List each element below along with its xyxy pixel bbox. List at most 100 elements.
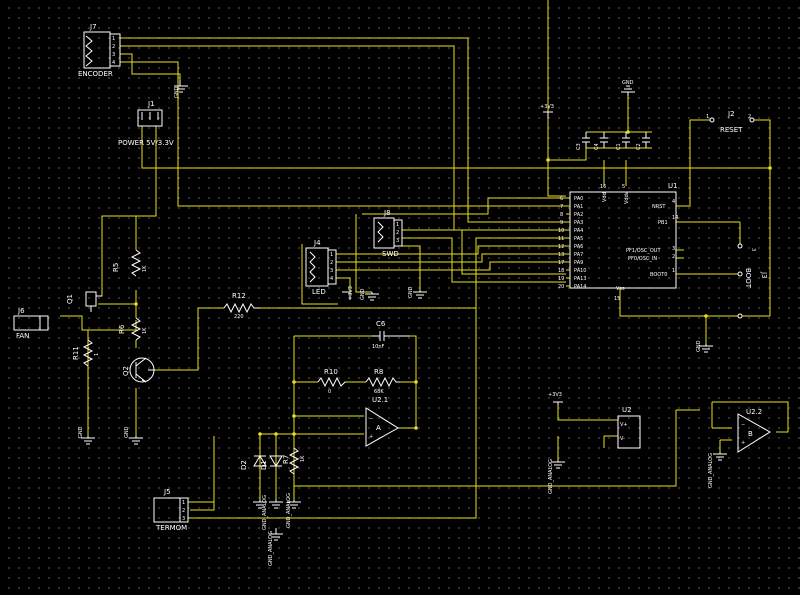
gnd-symbol-right: GND [696, 340, 713, 353]
gnd-symbol-q2: GND [124, 426, 143, 445]
resistor-r7[interactable]: R7 1K [282, 447, 306, 475]
gnd-label: GND [174, 86, 180, 98]
j2-pin2: 2 [748, 114, 751, 120]
gnd-analog-label-r7: GND_ANALOG [286, 493, 292, 528]
u1-pnum-12: 12 [558, 244, 564, 250]
c1-ref: C1 [616, 143, 622, 150]
gnd-label-j4: GND [360, 288, 366, 300]
opamp-a-minus-icon: − [369, 416, 373, 422]
opamp-supply-u2[interactable]: U2 V+ V- [617, 406, 641, 449]
r12-ref: R12 [232, 292, 246, 300]
gnd-label-top: GND [622, 80, 634, 86]
u1-pnum-13: 13 [558, 252, 564, 258]
u1-pin-pa6: PA6 [574, 244, 583, 250]
capacitor-c3[interactable]: C3 [576, 132, 590, 150]
j8-pin1: 1 [396, 222, 399, 228]
connector-j8[interactable]: J8 1 2 3 SWD [373, 209, 403, 258]
gnd-symbol-r11: GND [78, 426, 95, 445]
connector-j5[interactable]: J5 1 2 3 TERMOM [153, 488, 189, 532]
opamp-b-minus-icon: − [741, 422, 745, 428]
diode-d2[interactable]: D2 [240, 455, 267, 470]
opamp-b-plus-icon: + [741, 440, 745, 446]
j7-name: ENCODER [78, 70, 113, 78]
capacitor-c1[interactable]: C1 [616, 132, 630, 150]
u1-pnum-20: 20 [558, 284, 564, 290]
r11-value: 1 [94, 353, 100, 356]
capacitor-c2[interactable]: C2 [636, 132, 650, 150]
u1-pnum-1: 1 [672, 268, 675, 274]
u1-pnum-14: 14 [672, 215, 678, 221]
c4-ref: C4 [594, 143, 600, 150]
j5-pin1: 1 [182, 500, 185, 506]
resistor-r6[interactable]: R6 1K [118, 317, 148, 341]
j5-ref: J5 [163, 488, 171, 496]
u1-pnum-18: 18 [558, 268, 564, 274]
d1-ref: D1 [260, 460, 268, 470]
u1-pin-boot0: BOOT0 [650, 272, 667, 278]
gnd-label-right: GND [696, 340, 702, 352]
j8-pin3: 3 [396, 238, 399, 244]
connector-j6[interactable]: J6 FAN [13, 307, 49, 340]
opamp-u2-2[interactable]: − + B U2.2 [737, 408, 771, 453]
r10-ref: R10 [324, 368, 338, 376]
r7-value: 1K [300, 455, 306, 462]
j7-pin2: 2 [112, 44, 115, 50]
j3-pin3: 3 [750, 248, 756, 251]
u1-pin-pa3: PA3 [574, 220, 583, 226]
gnd-analog-label-d1: GND_ANALOG [268, 531, 274, 566]
gnd-analog-label-d2: GND_ANALOG [262, 495, 268, 530]
gnd-symbol-j7: GND [174, 80, 188, 98]
d2-ref: D2 [240, 460, 248, 470]
connector-j1[interactable]: J1 POWER 5V/3.3V [118, 100, 174, 147]
r6-value: 1K [142, 327, 148, 334]
capacitor-c4[interactable]: C4 [594, 132, 608, 150]
jumper-j3[interactable]: 3 BOOT J3 [737, 243, 768, 319]
u1-pin-pa10: PA10 [574, 268, 586, 274]
gnd-analog-d2: GND_ANALOG [253, 495, 268, 530]
j7-pin4: 4 [112, 60, 115, 66]
switch-j2[interactable]: J2 1 2 RESET [706, 110, 755, 134]
resistor-r5[interactable]: R5 1K [112, 249, 148, 277]
gnd-label-j8: GND [408, 286, 414, 298]
u2-1-ref: U2.1 [372, 396, 388, 404]
power-3v3-u2: +3V3 [548, 392, 563, 406]
opamp-u2-1[interactable]: − + A U2.1 [365, 396, 399, 447]
gnd-symbol-j4: GND [360, 288, 379, 301]
u1-pnum-19: 19 [558, 276, 564, 282]
u1-pnum-17: 17 [558, 260, 564, 266]
u1-pin-pa9: PA9 [574, 260, 583, 266]
gnd-analog-label-u2-2: GND_ANALOG [708, 453, 714, 488]
j1-name: POWER 5V/3.3V [118, 139, 174, 147]
resistor-r11[interactable]: R11 1 [72, 339, 100, 367]
u1-pin-nrst: NRST [652, 204, 666, 210]
c3-ref: C3 [576, 143, 582, 150]
u1-right-pins: NRST PB1 PF1/OSC_OUT PF0/OSC_IN BOOT0 4 … [626, 199, 678, 278]
connector-j7[interactable]: J7 1 2 3 4 ENCODER [78, 23, 121, 78]
u1-power-pins: Vdd Vdda 16 5 Vss 15 [600, 184, 630, 302]
j4-pin1: 1 [330, 252, 333, 258]
r6-ref: R6 [118, 324, 126, 334]
u1-pnum-7: 7 [560, 204, 563, 210]
q2-ref: Q2 [122, 366, 130, 376]
resistor-r10[interactable]: R10 0 [317, 368, 346, 395]
j2-pin1: 1 [706, 114, 709, 120]
diode-d1[interactable]: D1 [260, 455, 283, 470]
u1-pin-pa0: PA0 [574, 196, 583, 202]
r12-value: 220 [234, 314, 244, 320]
resistor-r8[interactable]: R8 68K [365, 368, 400, 395]
capacitor-c6[interactable]: C6 10nF [372, 320, 410, 350]
u1-pin-pb1: PB1 [658, 220, 668, 226]
transistor-q1[interactable]: Q1 [66, 291, 102, 312]
wires [60, 0, 789, 519]
power-3v3-top: +3V3 [540, 104, 554, 118]
connector-j4[interactable]: J4 1 2 3 4 LED [305, 239, 337, 296]
j5-name: TERMOM [155, 524, 187, 532]
u1-pnum-3: 3 [672, 246, 675, 252]
j4-pin2: 2 [330, 260, 333, 266]
mcu-u1[interactable]: U1 PA0 PA1 PA2 PA3 PA4 PA5 PA6 PA7 PA9 P… [558, 182, 678, 302]
transistor-q2[interactable]: Q2 [122, 357, 155, 383]
q1-ref: Q1 [66, 294, 74, 304]
resistor-r12[interactable]: R12 220 [223, 292, 260, 320]
